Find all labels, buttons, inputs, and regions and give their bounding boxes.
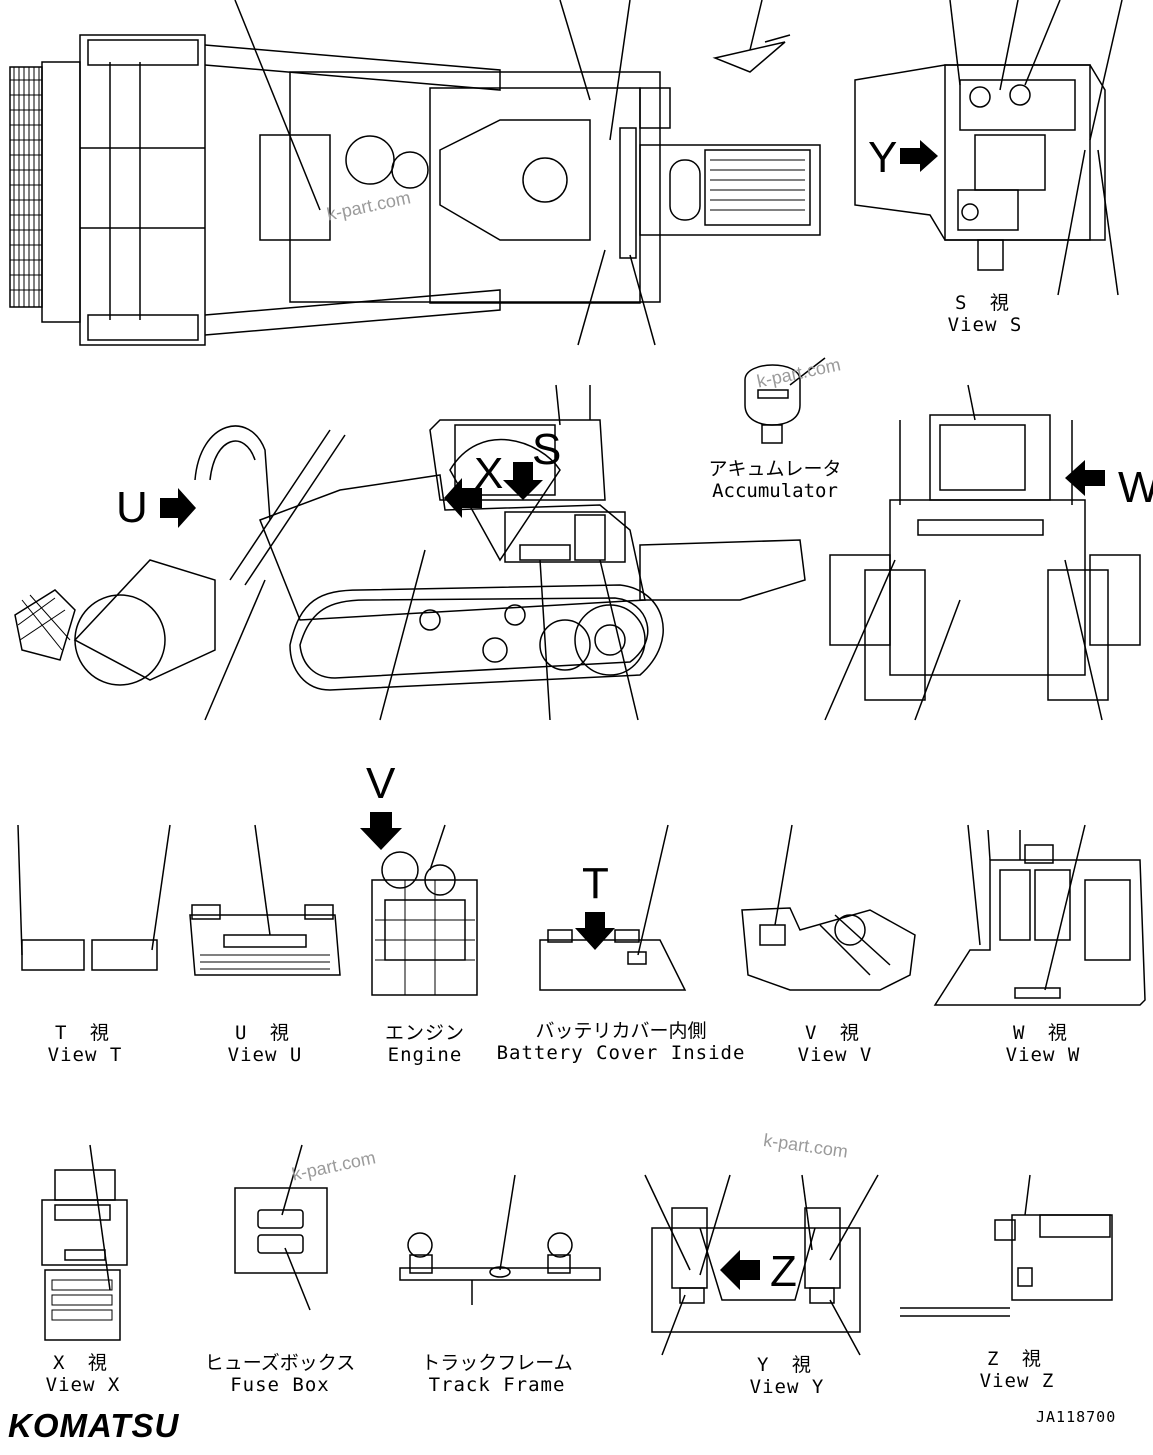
caption-jp: トラックフレーム (421, 1352, 573, 1374)
arrow-y (900, 140, 938, 172)
arrow-label-v: V (366, 759, 396, 808)
view-u-drawing (189, 824, 341, 976)
caption-accumulator: アキュムレータ Accumulator (700, 458, 850, 502)
caption-jp: Y 視 (757, 1354, 817, 1376)
caption-jp: X 視 (53, 1352, 113, 1374)
caption-en: View W (1005, 1044, 1081, 1066)
komatsu-logo: KOMATSU (8, 1407, 180, 1444)
arrow-label-x: X (474, 449, 504, 498)
caption-jp: S 視 (955, 292, 1015, 314)
arrow-u (160, 488, 196, 528)
arrow-label-z: Z (770, 1247, 797, 1296)
side-view (14, 384, 806, 721)
top-plan-view (9, 0, 821, 346)
view-w-drawing (933, 824, 1146, 1006)
caption-en: Accumulator (712, 480, 838, 502)
caption-view-v: V 視 View V (780, 1022, 890, 1066)
caption-jp: ヒューズボックス (204, 1352, 356, 1374)
caption-en: Fuse Box (230, 1374, 330, 1396)
caption-en: View T (47, 1044, 123, 1066)
arrow-s (503, 462, 543, 500)
engine-drawing (371, 824, 478, 996)
caption-jp: アキュムレータ (708, 458, 842, 480)
caption-engine: エンジン Engine (370, 1022, 480, 1066)
arrow-label-t: T (582, 859, 609, 908)
caption-jp: U 視 (235, 1022, 295, 1044)
view-x-drawing (41, 1144, 128, 1341)
caption-en: View V (797, 1044, 873, 1066)
drawing-code: JA118700 (1036, 1408, 1117, 1426)
caption-track-frame: トラックフレーム Track Frame (412, 1352, 582, 1396)
accumulator-drawing (744, 357, 826, 444)
arrow-v (360, 812, 402, 850)
view-t-drawing (17, 824, 171, 971)
arrow-label-w: W (1118, 463, 1153, 512)
caption-en: View Y (749, 1376, 825, 1398)
caption-jp: W 視 (1013, 1022, 1073, 1044)
caption-view-u: U 視 View U (210, 1022, 320, 1066)
arrow-w (1065, 460, 1105, 496)
caption-jp: V 視 (805, 1022, 865, 1044)
arrow-z (720, 1250, 760, 1290)
caption-view-t: T 視 View T (30, 1022, 140, 1066)
view-z-drawing (900, 1174, 1113, 1317)
caption-battery-cover: バッテリカバー内側 Battery Cover Inside (490, 1020, 752, 1064)
caption-jp: Z 視 (987, 1348, 1047, 1370)
fuse-box-drawing (234, 1144, 328, 1311)
arrow-label-s: S (532, 425, 562, 474)
caption-jp: T 視 (55, 1022, 115, 1044)
arrow-label-u: U (116, 483, 148, 532)
battery-cover-drawing (539, 824, 687, 991)
caption-view-w: W 視 View W (988, 1022, 1098, 1066)
caption-en: Battery Cover Inside (496, 1042, 746, 1064)
view-v-drawing (741, 824, 916, 991)
view-y-drawing (644, 1174, 879, 1356)
arrow-x (444, 478, 482, 518)
caption-en: View U (227, 1044, 303, 1066)
caption-en: View X (45, 1374, 121, 1396)
marker-symbol (712, 0, 791, 73)
caption-view-z: Z 視 View Z (962, 1348, 1072, 1392)
caption-view-x: X 視 View X (28, 1352, 138, 1396)
rear-view-w (824, 384, 1141, 721)
direction-arrows (160, 140, 1105, 1290)
arrow-label-y: Y (868, 133, 898, 182)
arrow-t (575, 912, 615, 950)
caption-en: View S (947, 314, 1023, 336)
caption-en: Track Frame (428, 1374, 566, 1396)
track-frame-drawing (399, 1174, 601, 1305)
caption-en: Engine (387, 1044, 463, 1066)
caption-view-s: S 視 View S (930, 292, 1040, 336)
caption-fuse-box: ヒューズボックス Fuse Box (195, 1352, 365, 1396)
caption-en: View Z (979, 1370, 1055, 1392)
view-s-drawing (854, 0, 1123, 296)
caption-jp: バッテリカバー内側 (535, 1020, 707, 1042)
caption-jp: エンジン (384, 1022, 465, 1044)
caption-view-y: Y 視 View Y (732, 1354, 842, 1398)
